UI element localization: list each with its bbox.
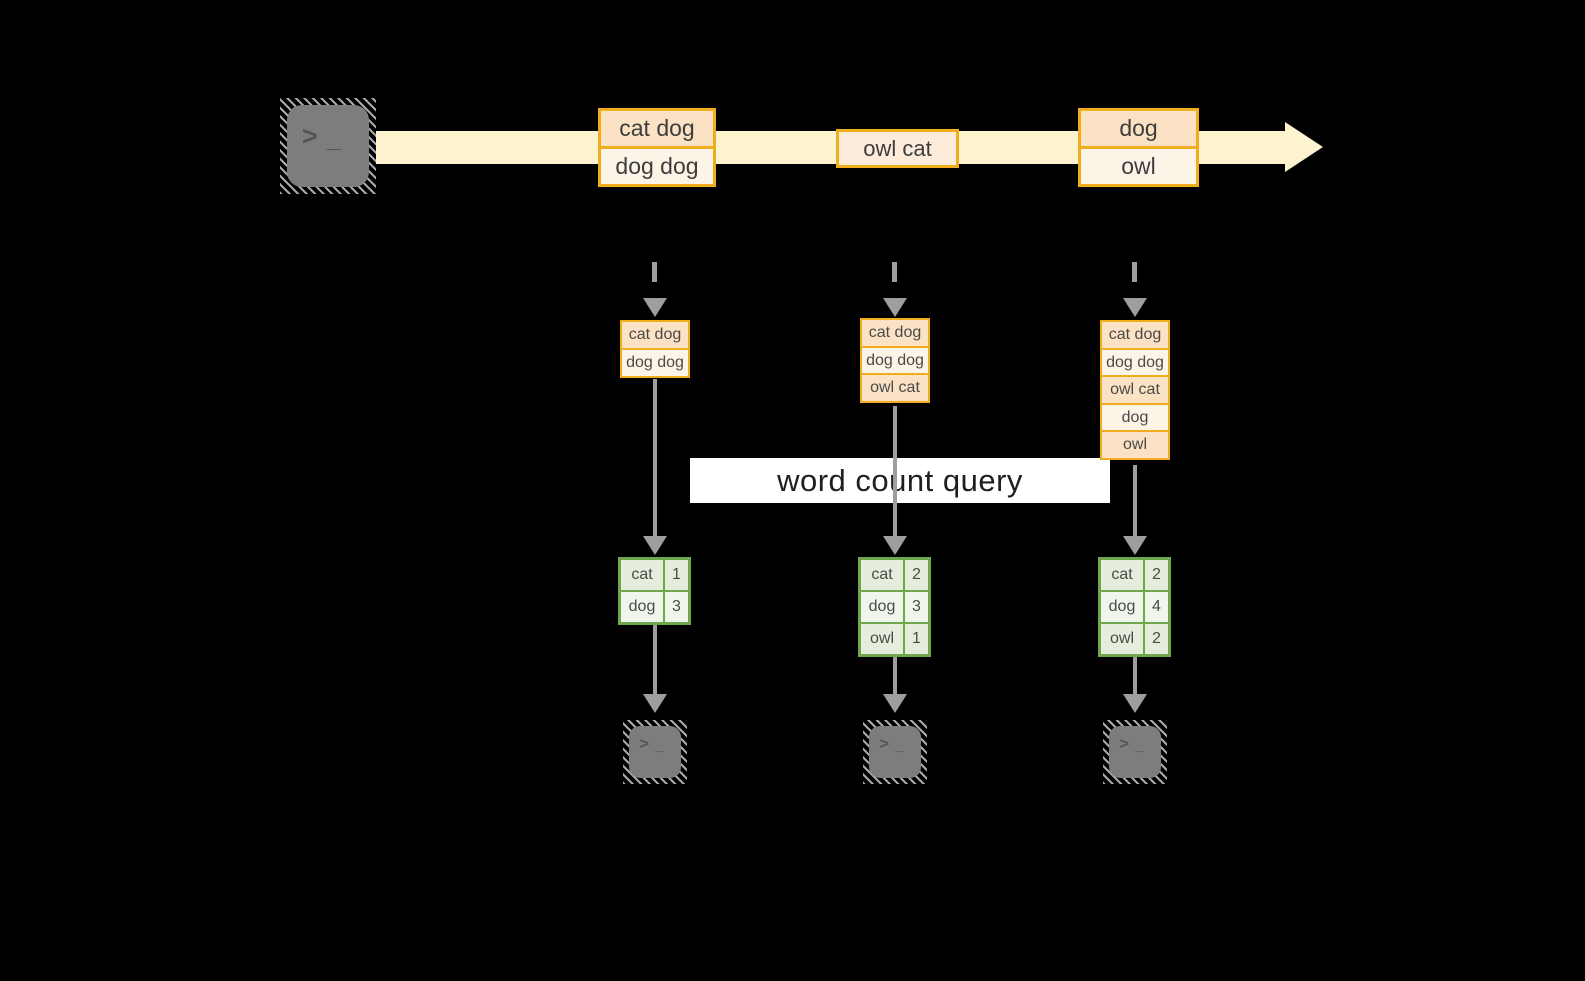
dashed-arrow [892,262,897,296]
count-value: 2 [1145,624,1168,654]
query-banner: word count query [690,458,1110,503]
stream-event-box-1: cat dog dog dog [598,108,716,187]
count-value: 2 [1145,560,1168,590]
arrowhead-icon [643,536,667,555]
count-value: 3 [905,592,928,622]
count-word: dog [861,592,903,622]
batch-record: cat dog [620,320,690,350]
arrowhead-icon [883,694,907,713]
connector-line [653,379,657,536]
stream-event-box-3: dog owl [1078,108,1199,187]
arrowhead-icon [883,298,907,317]
batch-record: dog [1100,402,1170,433]
prompt-underscore-icon: _ [327,125,341,153]
count-word: owl [1101,624,1143,654]
count-word: cat [621,560,663,590]
prompt-chevron-icon: > [879,734,889,753]
count-word: owl [861,624,903,654]
batch-record: owl cat [1100,375,1170,405]
arrowhead-icon [883,536,907,555]
batch-record: dog dog [620,347,690,378]
stream-record: dog [1081,111,1196,146]
prompt-underscore-icon: _ [1135,737,1144,754]
terminal-icon: > _ [863,720,927,784]
count-value: 1 [905,624,928,654]
connector-line [893,406,897,536]
count-table-2: cat 2 dog 3 owl 1 [858,557,931,657]
count-word: dog [1101,592,1143,622]
terminal-screen: > _ [629,726,681,778]
dashed-arrow [1132,262,1137,296]
count-value: 1 [665,560,688,590]
connector-line [1133,465,1137,536]
batch-stack-3: cat dog dog dog owl cat dog owl [1100,320,1170,460]
arrowhead-icon [643,694,667,713]
batch-record: cat dog [1100,320,1170,350]
terminal-screen: > _ [287,105,369,187]
prompt-chevron-icon: > [302,121,318,151]
count-table-3: cat 2 dog 4 owl 2 [1098,557,1171,657]
stream-event-box-2: owl cat [836,129,959,168]
connector-line [893,657,897,694]
dashed-arrow [652,262,657,296]
count-value: 4 [1145,592,1168,622]
arrowhead-icon [1123,694,1147,713]
count-value: 3 [665,592,688,622]
batch-stack-1: cat dog dog dog [620,320,690,378]
connector-line [653,625,657,694]
prompt-underscore-icon: _ [895,737,904,754]
stream-record: cat dog [601,111,713,146]
stream-arrowhead-icon [1285,122,1323,172]
terminal-icon: > _ [280,98,376,194]
count-word: cat [861,560,903,590]
count-value: 2 [905,560,928,590]
batch-stack-2: cat dog dog dog owl cat [860,318,930,403]
terminal-icon: > _ [1103,720,1167,784]
count-table-1: cat 1 dog 3 [618,557,691,625]
batch-record: dog dog [860,345,930,376]
batch-record: owl [1100,430,1170,460]
connector-line [1133,657,1137,694]
prompt-chevron-icon: > [639,734,649,753]
prompt-underscore-icon: _ [655,737,664,754]
count-word: cat [1101,560,1143,590]
terminal-screen: > _ [869,726,921,778]
query-banner-label: word count query [777,462,1023,498]
count-word: dog [621,592,663,622]
batch-record: dog dog [1100,347,1170,378]
batch-record: cat dog [860,318,930,348]
batch-record: owl cat [860,373,930,403]
arrowhead-icon [1123,298,1147,317]
stream-record: dog dog [601,146,713,184]
stream-record: owl [1081,146,1196,184]
terminal-screen: > _ [1109,726,1161,778]
terminal-icon: > _ [623,720,687,784]
stream-record: owl cat [839,132,956,165]
arrowhead-icon [1123,536,1147,555]
prompt-chevron-icon: > [1119,734,1129,753]
arrowhead-icon [643,298,667,317]
